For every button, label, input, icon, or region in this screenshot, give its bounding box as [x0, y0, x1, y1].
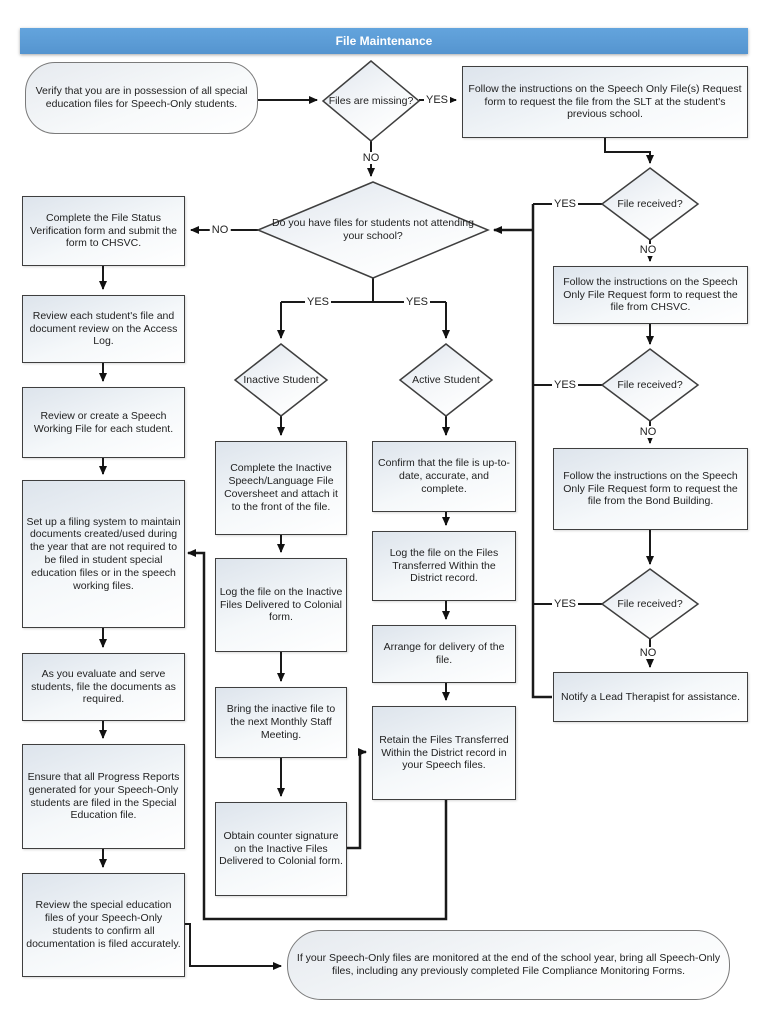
edge-review-to-monitored [182, 923, 282, 970]
edge-label-missing-yes: YES [423, 94, 451, 106]
process-review-sped-files: Review the special education files of yo… [22, 873, 185, 977]
edge-slt-to-fr1 [604, 138, 654, 164]
process-counter-signature: Obtain counter signature on the Inactive… [215, 802, 347, 896]
edge-label-fr1-no: NO [637, 244, 659, 256]
process-confirm-file: Confirm that the file is up-to-date, acc… [372, 441, 516, 512]
edge-label-active-yes: YES [403, 296, 431, 308]
decision-shape-file-received-1 [600, 167, 700, 241]
decision-shape-active-student [398, 343, 494, 417]
process-file-documents: As you evaluate and serve students, file… [22, 653, 185, 721]
process-arrange-delivery: Arrange for delivery of the file. [372, 625, 516, 683]
decision-files-missing: Files are missing? [328, 94, 414, 107]
process-bring-staff-meeting: Bring the inactive file to the next Mont… [215, 687, 347, 758]
edge-label-fr3-no: NO [637, 647, 659, 659]
decision-shape-file-received-2 [600, 348, 700, 422]
process-setup-filing-system: Set up a filing system to maintain docum… [22, 480, 185, 628]
process-log-inactive-files: Log the file on the Inactive Files Deliv… [215, 558, 347, 652]
edge-label-fr2-no: NO [637, 426, 659, 438]
process-request-file-chsvc: Follow the instructions on the Speech On… [553, 266, 748, 324]
decision-shape-inactive-student [233, 343, 329, 417]
decision-shape-have-files [256, 181, 490, 279]
process-review-access-log: Review each student's file and document … [22, 295, 185, 363]
process-progress-reports: Ensure that all Progress Reports generat… [22, 744, 185, 849]
edge-countersig-to-retain [347, 748, 367, 850]
edge-retain-loop-to-filingsystem [187, 549, 448, 921]
edge-label-fr1-yes: YES [551, 198, 579, 210]
decision-inactive-student: Inactive Student [243, 373, 319, 386]
process-file-status-verification: Complete the File Status Verification fo… [22, 196, 185, 266]
process-request-file-bond: Follow the instructions on the Speech On… [553, 448, 748, 530]
decision-shape-files-missing [321, 60, 421, 142]
process-log-transferred-files: Log the file on the Files Transferred Wi… [372, 531, 516, 601]
process-inactive-coversheet: Complete the Inactive Speech/Language Fi… [215, 441, 347, 535]
decision-file-received-1: File received? [617, 197, 683, 210]
edge-label-havefiles-no: NO [209, 224, 231, 236]
terminator-verify-files: Verify that you are in possession of all… [25, 62, 258, 134]
decision-have-files: Do you have files for students not atten… [272, 217, 474, 242]
process-retain-files: Retain the Files Transferred Within the … [372, 706, 516, 800]
decision-shape-file-received-3 [600, 568, 700, 640]
edge-label-fr2-yes: YES [551, 379, 579, 391]
edge-yes-collector [531, 204, 552, 699]
edge-label-fr3-yes: YES [551, 598, 579, 610]
page-title: File Maintenance [20, 28, 748, 54]
process-request-file-slt: Follow the instructions on the Speech On… [462, 66, 748, 138]
edge-label-missing-no: NO [360, 152, 382, 164]
process-speech-working-file: Review or create a Speech Working File f… [22, 387, 185, 458]
process-notify-lead-therapist: Notify a Lead Therapist for assistance. [553, 672, 748, 722]
decision-file-received-3: File received? [617, 597, 683, 610]
terminator-monitoring: If your Speech-Only files are monitored … [287, 930, 730, 1000]
edge-label-inactive-yes: YES [304, 296, 332, 308]
decision-file-received-2: File received? [617, 378, 683, 391]
decision-active-student: Active Student [412, 373, 480, 386]
